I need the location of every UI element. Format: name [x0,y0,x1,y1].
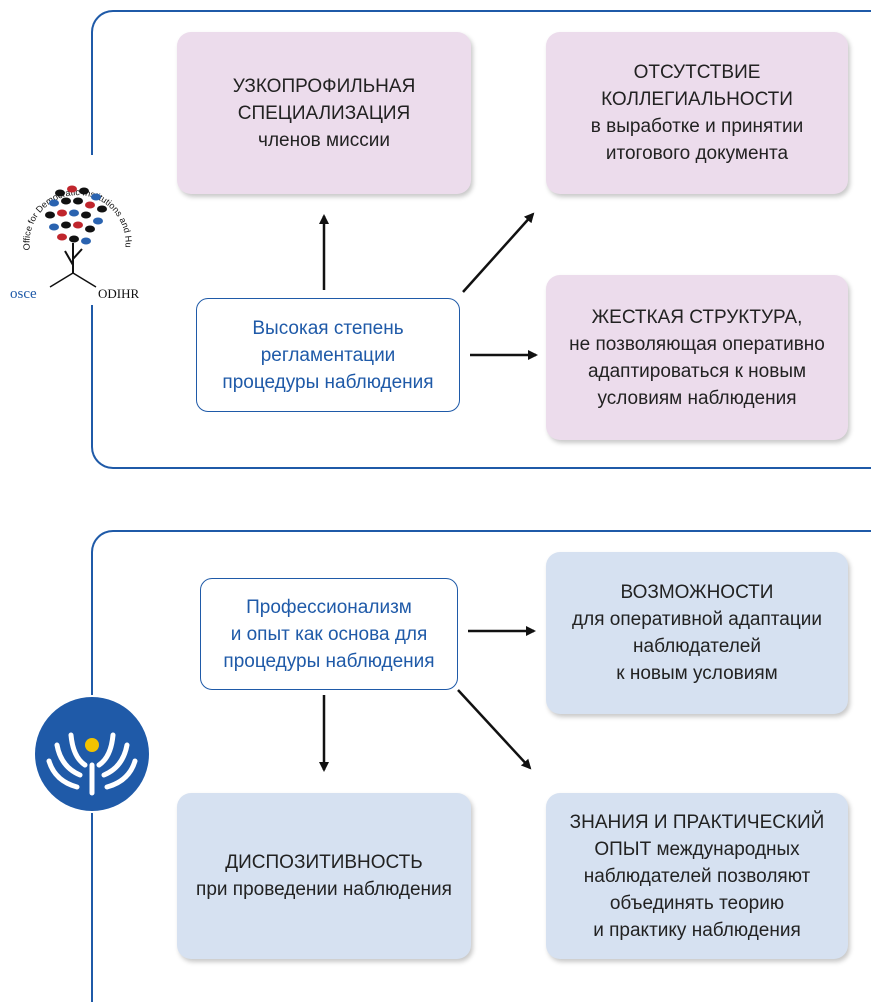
arrow-diagonal-bottom [457,689,532,770]
center-line: процедуры наблюдения [223,650,435,672]
box-sub-line: для оперативной адаптации [572,609,822,630]
center-line: процедуры наблюдения [222,371,434,393]
box-sub-line: членов миссии [258,129,390,151]
box-sub-line: адаптироваться к новым [587,360,807,382]
box-sub-line: и практику наблюдения [593,919,801,941]
cis-emblem-icon [35,697,149,811]
osce-tree-icon: Office for Democratic Institutions and H… [6,147,139,302]
box-sub-line: условиям наблюдения [597,387,797,409]
box-opportunities: ВОЗМОЖНОСТИ для оперативной адаптации на… [546,552,848,714]
box-sub-line: наблюдателей [633,636,761,657]
osce-odihr-logo: Office for Democratic Institutions and H… [6,147,140,305]
box-no-collegiality: ОТСУТСТВИЕ КОЛЛЕГИАЛЬНОСТИ в выработке и… [546,32,848,194]
box-title-line: ВОЗМОЖНОСТИ [620,582,774,603]
box-narrow-specialization: УЗКОПРОФИЛЬНАЯ СПЕЦИАЛИЗАЦИЯ членов мисс… [177,32,471,194]
box-sub-line: в выработке и принятии [590,116,804,137]
center-line: Высокая степень [252,317,404,339]
box-sub-line: итогового документа [605,143,789,164]
cis-logo [33,695,151,813]
center-high-regulation: Высокая степень регламентации процедуры … [196,298,460,412]
box-sub-line: к новым условиям [616,663,778,684]
box-rigid-structure: ЖЕСТКАЯ СТРУКТУРА, не позволяющая операт… [546,275,848,440]
box-sub-line: при проведении наблюдения [196,879,452,900]
odihr-label: ODIHR [98,286,139,301]
box-dispositivity: ДИСПОЗИТИВНОСТЬ при проведении наблюдени… [177,793,471,959]
box-title-line: КОЛЛЕГИАЛЬНОСТИ [601,89,793,110]
center-line: и опыт как основа для [230,623,428,645]
box-title-line: СПЕЦИАЛИЗАЦИЯ [237,102,411,124]
center-line: регламентации [260,344,396,366]
center-line: Профессионализм [246,596,412,618]
box-knowledge-experience: ЗНАНИЯ И ПРАКТИЧЕСКИЙ ОПЫТ международных… [546,793,848,959]
box-sub-line: наблюдателей позволяют [583,865,811,887]
box-title-line: ЖЕСТКАЯ СТРУКТУРА, [591,306,803,328]
box-title-line: ДИСПОЗИТИВНОСТЬ [225,852,423,873]
center-professionalism: Профессионализм и опыт как основа для пр… [200,578,458,690]
box-title-line: ОТСУТСТВИЕ [633,62,761,83]
arrow-diagonal-top [462,212,535,293]
osce-label: osce [10,286,37,302]
box-title-line: ЗНАНИЯ И ПРАКТИЧЕСКИЙ [569,811,825,833]
box-title-line: ОПЫТ международных [594,838,800,860]
box-sub-line: объединять теорию [609,892,785,914]
box-sub-line: не позволяющая оперативно [569,333,825,355]
box-title-line: УЗКОПРОФИЛЬНАЯ [232,75,416,97]
